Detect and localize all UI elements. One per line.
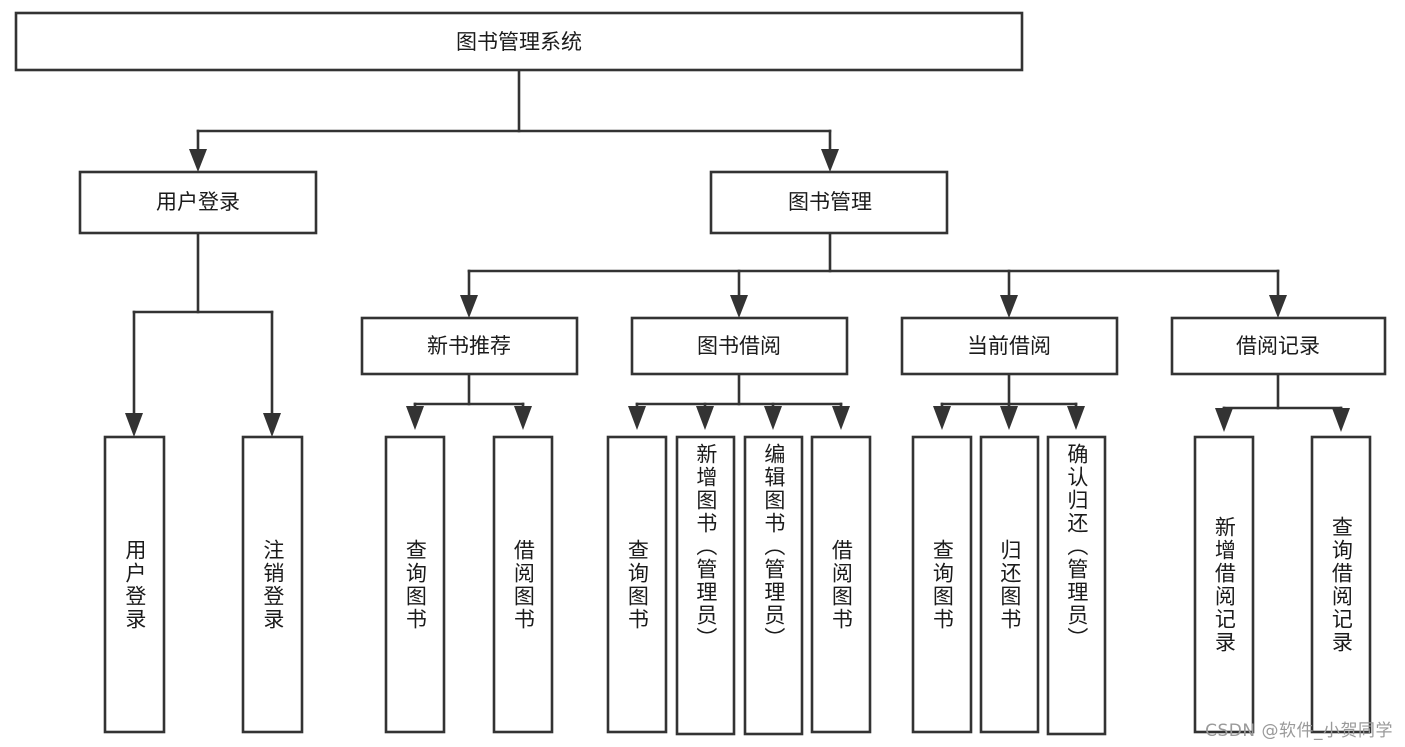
node-current-borrow-box[interactable] bbox=[900, 316, 1119, 376]
node-borrow-record-box[interactable] bbox=[1170, 316, 1387, 376]
node-leaf-add-record-box[interactable] bbox=[1193, 435, 1255, 734]
node-book-borrow-label: 图书借阅 bbox=[697, 334, 781, 358]
arrowhead-leaf-borrow-book-1 bbox=[514, 406, 532, 430]
node-root-label: 图书管理系统 bbox=[456, 30, 582, 54]
arrowhead-book-borrow bbox=[730, 295, 748, 318]
node-leaf-query-book-1-box[interactable] bbox=[384, 435, 446, 734]
node-leaf-query-book-3-box[interactable] bbox=[911, 435, 973, 734]
arrowhead-leaf-edit-book bbox=[764, 406, 782, 430]
arrowhead-leaf-user-login bbox=[125, 413, 143, 437]
node-book-borrow[interactable]: 图书借阅 bbox=[630, 316, 849, 376]
node-leaf-query-book-2-box[interactable] bbox=[606, 435, 668, 734]
node-book-management[interactable]: 图书管理 bbox=[709, 170, 949, 235]
node-new-book-recommend[interactable]: 新书推荐 bbox=[360, 316, 579, 376]
arrowhead-user-login bbox=[189, 149, 207, 172]
arrowhead-leaf-query-book-2 bbox=[628, 406, 646, 430]
node-current-borrow-label: 当前借阅 bbox=[967, 334, 1051, 358]
node-leaf-logout-box[interactable] bbox=[241, 435, 304, 734]
arrowhead-leaf-borrow-book-2 bbox=[832, 406, 850, 430]
arrowhead-leaf-add-record bbox=[1215, 408, 1233, 432]
connector-layer bbox=[125, 68, 1350, 437]
node-leaf-borrow-book-1-box[interactable] bbox=[492, 435, 554, 734]
arrowhead-leaf-add-book bbox=[696, 406, 714, 430]
node-new-book-recommend-label: 新书推荐 bbox=[427, 334, 511, 358]
node-user-login[interactable]: 用户登录 bbox=[78, 170, 318, 235]
node-leaf-query-record-box[interactable] bbox=[1310, 435, 1372, 734]
node-leaf-confirm-return-box[interactable] bbox=[1046, 435, 1107, 736]
node-user-login-label: 用户登录 bbox=[156, 190, 240, 214]
node-leaf-user-login-box[interactable] bbox=[103, 435, 166, 734]
node-borrow-record[interactable]: 借阅记录 bbox=[1170, 316, 1387, 376]
node-current-borrow[interactable]: 当前借阅 bbox=[900, 316, 1119, 376]
arrowhead-borrow-record bbox=[1269, 295, 1287, 318]
node-book-borrow-box[interactable] bbox=[630, 316, 849, 376]
arrowhead-leaf-query-book-3 bbox=[933, 406, 951, 430]
node-user-login-box[interactable] bbox=[78, 170, 318, 235]
node-leaf-edit-book-box[interactable] bbox=[743, 435, 804, 736]
node-new-book-recommend-box[interactable] bbox=[360, 316, 579, 376]
node-book-management-box[interactable] bbox=[709, 170, 949, 235]
arrowhead-current-borrow bbox=[1000, 295, 1018, 318]
arrowhead-leaf-logout bbox=[263, 413, 281, 437]
arrowhead-leaf-query-record bbox=[1332, 408, 1350, 432]
arrowhead-leaf-query-book-1 bbox=[406, 406, 424, 430]
node-borrow-record-label: 借阅记录 bbox=[1236, 334, 1320, 358]
arrowhead-book-management bbox=[821, 149, 839, 172]
node-root-box[interactable] bbox=[14, 11, 1024, 72]
arrowhead-leaf-return-book bbox=[1000, 406, 1018, 430]
node-root[interactable]: 图书管理系统 bbox=[14, 11, 1024, 72]
node-leaf-return-book-box[interactable] bbox=[979, 435, 1040, 734]
node-book-management-label: 图书管理 bbox=[788, 190, 872, 214]
arrowhead-new-book-recommend bbox=[460, 295, 478, 318]
arrowhead-leaf-confirm-return bbox=[1067, 406, 1085, 430]
node-leaf-borrow-book-2-box[interactable] bbox=[810, 435, 872, 734]
node-leaf-add-book-box[interactable] bbox=[675, 435, 736, 736]
csdn-watermark: CSDN @软件_小贺同学 bbox=[1205, 721, 1393, 741]
